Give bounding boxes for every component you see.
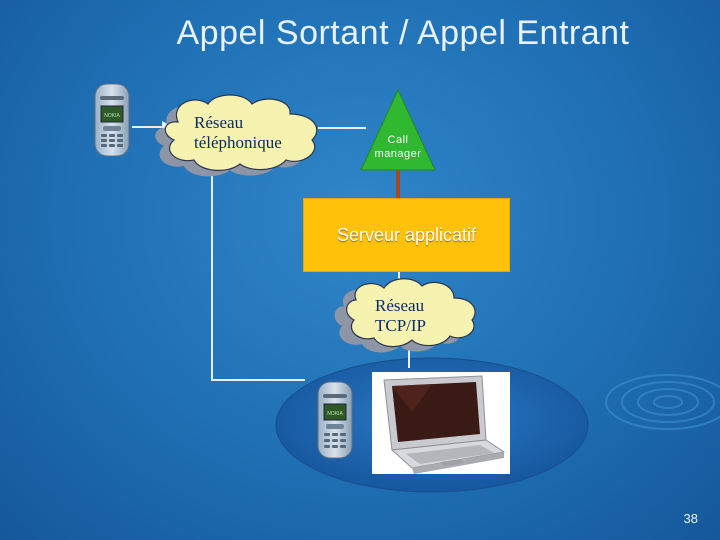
water-ripple-decoration xyxy=(605,374,720,430)
call-manager-line1: Call xyxy=(387,134,409,146)
reseau-tcpip-line1: Réseau xyxy=(375,296,425,315)
svg-text:NOKIA: NOKIA xyxy=(104,113,120,119)
slide-number: 38 xyxy=(683,511,698,526)
reseau-tcpip-label: Réseau TCP/IP xyxy=(375,296,426,336)
reseau-telephonique-line2: téléphonique xyxy=(194,133,282,152)
serveur-applicatif-label: Serveur applicatif xyxy=(336,224,477,245)
reseau-telephonique-line1: Réseau xyxy=(194,113,244,132)
mobile-phone-icon: NOKIA xyxy=(317,381,353,459)
call-manager-line2: manager xyxy=(374,148,422,160)
reseau-tcpip-line2: TCP/IP xyxy=(375,316,427,335)
mobile-phone-icon: NOKIA xyxy=(94,83,130,157)
reseau-telephonique-label: Réseau téléphonique xyxy=(194,113,282,153)
svg-text:NOKIA: NOKIA xyxy=(327,411,343,417)
call-manager-triangle xyxy=(360,88,436,171)
slide-title: Appel Sortant / Appel Entrant xyxy=(176,14,630,52)
call-manager-label: Call manager xyxy=(358,133,438,161)
cloud-reseau-telephonique xyxy=(155,94,318,177)
laptop-icon xyxy=(372,372,510,474)
serveur-applicatif-box: Serveur applicatif xyxy=(303,198,510,272)
cloud-reseau-tcpip xyxy=(334,278,476,353)
